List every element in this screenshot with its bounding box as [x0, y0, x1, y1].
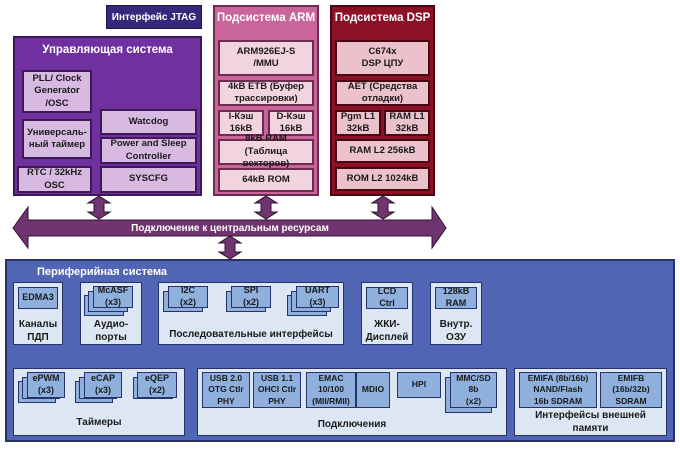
c674x-cpu-block: C674x DSP ЦПУ [335, 40, 430, 76]
aet-debug-block: AET (Средства отладки) [335, 80, 430, 106]
i2c-block: I2C (x2) [168, 285, 208, 308]
ecap-block: eCAP (x3) [84, 372, 122, 398]
arm-subsystem-title: Подсистема ARM [216, 12, 316, 24]
hpi-block: HPI [397, 372, 441, 398]
dsp-subsystem-title: Подсистема DSP [334, 12, 431, 24]
spi-block: SPI (x2) [231, 285, 271, 308]
control-bus-connector-arrow [86, 195, 112, 220]
usb11-ohci-block: USB 1.1 OHCI Ctlr PHY [253, 372, 301, 408]
jtag-interface-block: Интерфейс JTAG [106, 5, 202, 29]
timers-label: Таймеры [76, 416, 122, 428]
ram-128kb-block: 128kB RAM [435, 286, 477, 309]
periph-bus-connector-arrow [217, 235, 243, 260]
emac-block: EMAC 10/100 (MII/RMII) [306, 372, 356, 408]
audio-ports-label: Аудио- порты [93, 319, 129, 343]
epwm-block: ePWM (x3) [27, 372, 65, 398]
dcache-block: D-Кэш 16kB [268, 110, 314, 136]
emifb-block: EMIFB (16b/32b) SDRAM [600, 372, 662, 408]
rtc-osc-block: RTC / 32kHz OSC [17, 166, 92, 193]
watchdog-block: Watcdog [100, 109, 197, 135]
ram-l1-block: RAM L1 32kB [384, 110, 430, 136]
etb-buffer-block: 4kB ETB (Буфер трассировки) [218, 80, 314, 106]
universal-timer-block: Универсаль- ный таймер [22, 119, 92, 159]
ram-l2-block: RAM L2 256kB [335, 139, 430, 163]
arm926-cpu-block: ARM926EJ-S /MMU [218, 40, 314, 76]
uart-block: UART (x3) [296, 285, 339, 308]
usb20-otg-block: USB 2.0 OTG Ctlr PHY [202, 372, 250, 408]
central-bus-label: Подключение к центральным ресурсам [131, 222, 329, 234]
emifa-block: EMIFA (8b/16b) NAND/Flash 16b SDRAM [519, 372, 597, 408]
rom-l2-block: ROM L2 1024kB [335, 167, 430, 191]
eqep-block: eQEP (x2) [137, 372, 177, 398]
lcd-ctrl-block: LCD Ctrl [366, 286, 408, 309]
power-sleep-controller-block: Power and Sleep Controller [100, 137, 197, 164]
arm-ram-block: 8kB RAM (Таблица векторов) [218, 133, 314, 169]
central-bus-arrow [12, 205, 447, 250]
connections-label: Подключения [317, 418, 387, 430]
internal-ram-label: Внутр. ОЗУ [439, 319, 473, 343]
mcasp-block: McASF (x3) [93, 285, 133, 308]
serial-interfaces-label: Последовательные интерфейсы [169, 328, 333, 340]
lcd-display-label: ЖКИ- Дисплей [365, 319, 409, 343]
dma-channels-label: Каналы ПДП [18, 319, 58, 343]
dsp-bus-connector-arrow [370, 195, 396, 220]
mmc-sd-block: MMC/SD 8b (x2) [450, 372, 497, 408]
peripheral-system-title: Периферийная система [37, 266, 168, 278]
arm-rom-block: 64kB ROM [218, 168, 314, 192]
mdio-block: MDIO [356, 372, 390, 408]
icache-block: I-Кэш 16kB [218, 110, 264, 136]
external-memory-label: Интерфейсы внешней памяти [535, 410, 646, 434]
central-bus-diagram [12, 195, 447, 260]
syscfg-block: SYSCFG [100, 166, 197, 193]
control-system-title: Управляющая система [42, 44, 173, 56]
pll-clock-block: PLL/ Clock Generator /OSC [22, 70, 92, 113]
edma3-block: EDMA3 [18, 287, 58, 309]
arm-bus-connector-arrow [253, 195, 279, 220]
pgm-l1-block: Pgm L1 32kB [335, 110, 381, 136]
